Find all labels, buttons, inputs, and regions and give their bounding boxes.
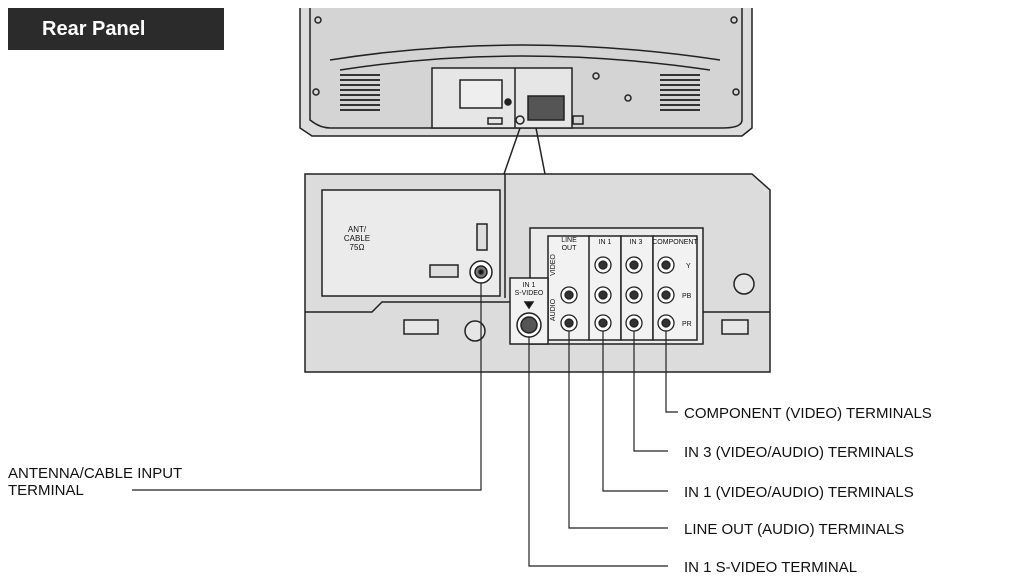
antenna-callout-line1: ANTENNA/CABLE INPUT xyxy=(8,465,182,482)
in3-panel-label: IN 3 xyxy=(630,239,643,246)
audio-side-label: AUDIO xyxy=(550,298,557,321)
line-out-label-2: OUT xyxy=(562,245,578,252)
video-side-label: VIDEO xyxy=(550,254,557,276)
section-title-badge: Rear Panel xyxy=(8,8,224,50)
section-title: Rear Panel xyxy=(42,17,146,40)
svideo-label-2: S-VIDEO xyxy=(515,290,544,297)
tv-back-overview xyxy=(299,8,753,137)
component-callout: COMPONENT (VIDEO) TERMINALS xyxy=(684,405,932,422)
svideo-callout: IN 1 S-VIDEO TERMINAL xyxy=(684,559,857,576)
y-label: Y xyxy=(686,263,691,270)
enlarged-panel xyxy=(304,173,771,373)
line-out-label-1: LINE xyxy=(561,237,577,244)
ant-label-line2: CABLE xyxy=(344,234,370,243)
component-panel-label: COMPONENT xyxy=(652,239,698,246)
pr-label: PR xyxy=(682,321,692,328)
leader-lines xyxy=(132,283,678,567)
in1-callout: IN 1 (VIDEO/AUDIO) TERMINALS xyxy=(684,484,914,501)
svideo-label-1: IN 1 xyxy=(523,282,536,289)
rca-jacks xyxy=(560,256,675,332)
ant-label-line1: ANT/ xyxy=(348,225,367,234)
antenna-callout-line2: TERMINAL xyxy=(8,482,84,499)
in3-callout: IN 3 (VIDEO/AUDIO) TERMINALS xyxy=(684,444,914,461)
line-out-callout: LINE OUT (AUDIO) TERMINALS xyxy=(684,521,904,538)
pb-label: PB xyxy=(682,293,692,300)
in1-panel-label: IN 1 xyxy=(599,239,612,246)
ant-label-line3: 75Ω xyxy=(350,243,365,252)
zoom-connector xyxy=(503,127,546,175)
